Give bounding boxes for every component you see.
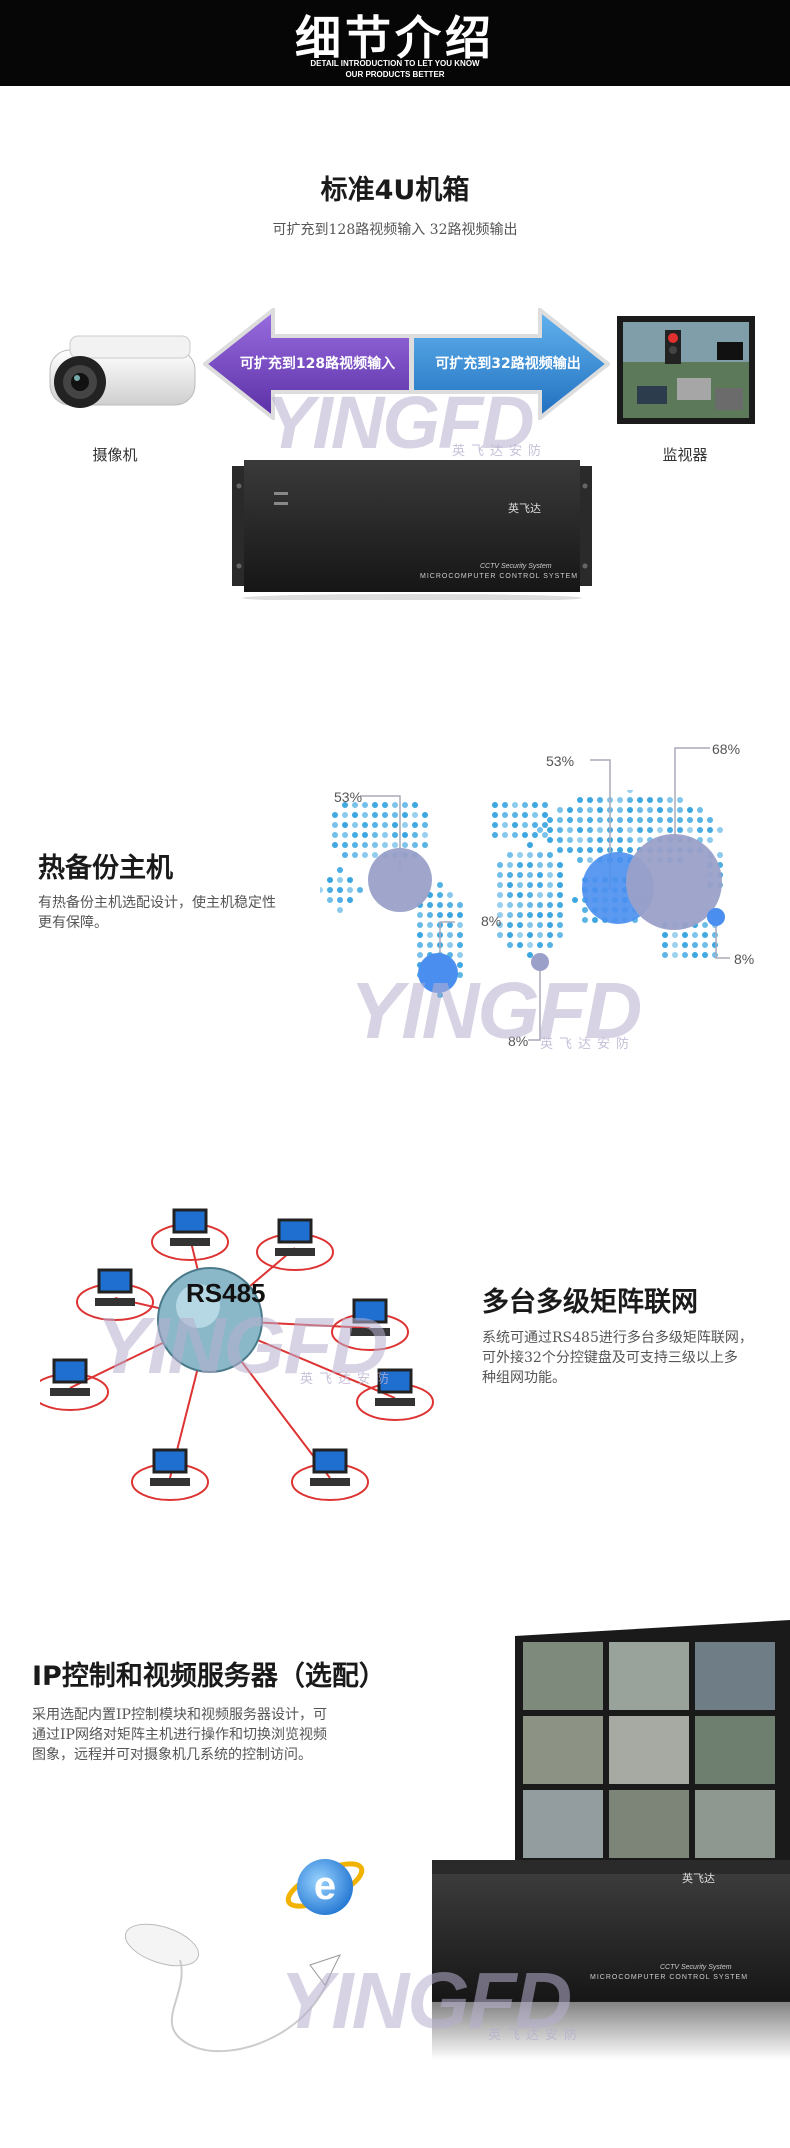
chassis-subtitle: 可扩充到128路视频输入 32路视频输出 <box>272 222 518 238</box>
header-banner: 细节介绍 DETAIL INTRODUCTION TO LET YOU KNOW… <box>0 0 790 86</box>
bubble-53a <box>368 848 432 912</box>
video-wall-image <box>515 1620 790 1870</box>
watermark-chinese: 英飞达安防 <box>452 444 548 459</box>
leader-line <box>590 759 611 890</box>
ip-body-line1: 采用选配内置IP控制模块和视频服务器设计，可 <box>32 1707 327 1723</box>
leader-line <box>360 795 401 870</box>
backup-body-line2: 更有保障。 <box>38 915 108 931</box>
watermark-logo: YINGFD <box>280 1956 572 2045</box>
camera-caption: 摄像机 <box>92 446 138 464</box>
leader-line <box>528 960 541 1041</box>
backup-title: 热备份主机 <box>38 853 173 884</box>
network-title: 多台多级矩阵联网 <box>482 1287 698 1318</box>
backup-body: 有热备份主机选配设计，使主机稳定性 更有保障。 <box>38 893 276 933</box>
rs485-label: RS485 <box>186 1278 266 1308</box>
map-label-53-right: 53% <box>546 753 575 769</box>
mouse-image <box>124 1923 341 2053</box>
ip-device-image <box>432 1860 790 2060</box>
map-label-8-left: 8% <box>481 913 502 929</box>
network-diagram-image <box>40 1208 434 1501</box>
header-title: 细节介绍 <box>295 11 495 65</box>
bubble-8a <box>418 953 458 993</box>
svg-text:e: e <box>314 1864 336 1908</box>
network-body-line3: 种组网功能。 <box>482 1370 566 1386</box>
bubble-8c <box>707 908 725 926</box>
network-body-line2: 可外接32个分控键盘及可支持三级以上多 <box>482 1350 738 1366</box>
arrow-left-label: 可扩充到128路视频输入 <box>239 356 396 372</box>
camera-image <box>49 335 196 408</box>
chassis-title: 标准4U机箱 <box>320 175 470 206</box>
ip-device-brand: 英飞达 <box>682 1872 715 1885</box>
leader-line <box>715 918 730 959</box>
watermark-logo: YINGFD <box>350 966 642 1055</box>
ip-device-line1: CCTV Security System <box>660 1964 732 1971</box>
map-bubbles <box>360 747 730 1041</box>
map-label-8-right: 8% <box>734 951 755 967</box>
watermark-logo: YINGFD <box>265 381 535 464</box>
ip-body: 采用选配内置IP控制模块和视频服务器设计，可 通过IP网络对矩阵主机进行操作和切… <box>32 1705 327 1765</box>
network-body-line1: 系统可通过RS485进行多台多级矩阵联网， <box>482 1330 753 1346</box>
chassis-device-image <box>232 460 592 600</box>
leader-line <box>674 747 710 840</box>
map-label-8-bottom: 8% <box>508 1033 529 1049</box>
world-map-image <box>320 790 723 998</box>
watermark-chinese: 英飞达安防 <box>300 1372 396 1387</box>
chassis-line1: CCTV Security System <box>480 563 552 570</box>
chassis-brand: 英飞达 <box>508 502 541 515</box>
ip-body-line2: 通过IP网络对矩阵主机进行操作和切换浏览视频 <box>32 1727 327 1743</box>
ip-title: IP控制和视频服务器（选配） <box>32 1661 386 1692</box>
backup-body-line1: 有热备份主机选配设计，使主机稳定性 <box>38 895 276 911</box>
internet-explorer-icon: e <box>285 1859 365 1915</box>
chassis-line2: MICROCOMPUTER CONTROL SYSTEM <box>420 573 579 580</box>
bubble-68 <box>626 834 722 930</box>
ip-device-line2: MICROCOMPUTER CONTROL SYSTEM <box>590 1974 749 1981</box>
header-subtitle-line1: DETAIL INTRODUCTION TO LET YOU KNOW <box>310 59 480 68</box>
header-subtitle: DETAIL INTRODUCTION TO LET YOU KNOW OUR … <box>0 58 790 80</box>
arrow-right-image <box>410 308 610 420</box>
map-label-53-left: 53% <box>334 789 363 805</box>
monitor-image <box>617 316 755 424</box>
watermark-logo: YINGFD <box>96 1301 388 1390</box>
watermark-chinese: 英飞达安防 <box>540 1037 636 1052</box>
network-body: 系统可通过RS485进行多台多级矩阵联网， 可外接32个分控键盘及可支持三级以上… <box>482 1328 753 1388</box>
watermark-chinese: 英飞达安防 <box>488 2028 584 2043</box>
bubble-8b <box>531 953 549 971</box>
monitor-caption: 监视器 <box>662 446 708 464</box>
arrow-right-label: 可扩充到32路视频输出 <box>435 356 581 372</box>
map-label-68: 68% <box>712 741 741 757</box>
header-subtitle-line2: OUR PRODUCTS BETTER <box>345 70 445 79</box>
ip-body-line3: 图象，远程并可对摄象机几系统的控制访问。 <box>32 1747 312 1763</box>
